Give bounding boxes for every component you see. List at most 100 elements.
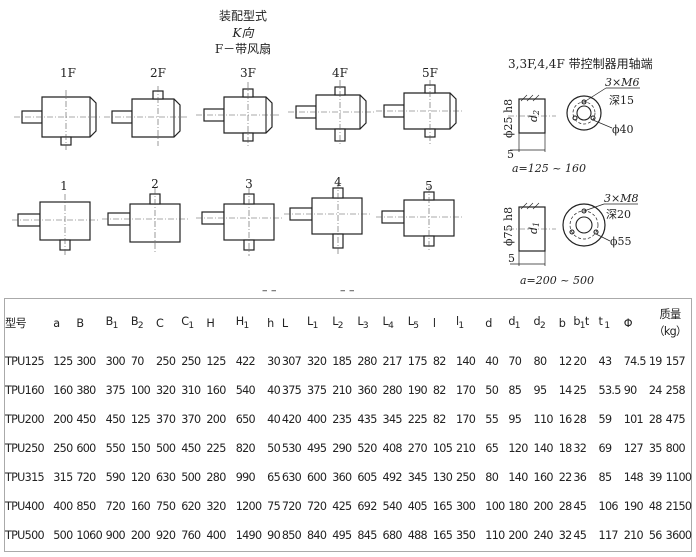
top-thread: 3×M6	[605, 76, 639, 89]
table-cell: 140	[533, 442, 554, 455]
header-cell: 型号	[5, 317, 27, 330]
table-cell: 400	[206, 529, 226, 542]
table-cell: 240	[533, 529, 554, 542]
table-cell: 45	[573, 529, 587, 542]
table-cell: 85	[508, 384, 522, 397]
header-cell: L3	[357, 314, 368, 332]
table-cell: 130	[432, 471, 453, 484]
table-cell: 28	[648, 413, 663, 426]
table-cell: 90	[623, 384, 638, 397]
label-1: 1	[60, 179, 68, 193]
assembly-3	[196, 188, 282, 256]
table-cell: 160	[130, 500, 151, 513]
title-line1: 装配型式	[219, 9, 267, 23]
table-cell: 117	[598, 529, 619, 542]
table-cell: 75	[267, 500, 281, 513]
table-cell: 370	[181, 413, 201, 426]
label-5f: 5F	[422, 66, 438, 80]
shaft-caption: 3,3F,4,4F 带控制器用轴端	[508, 56, 653, 71]
header-cell: L5	[407, 314, 419, 332]
table-cell: 170	[455, 413, 476, 426]
table-cell: 425	[332, 500, 352, 513]
label-4f: 4F	[332, 66, 348, 80]
table-cell: 32	[558, 529, 573, 542]
table-cell: 180	[508, 500, 528, 513]
table-cell: 620	[181, 500, 201, 513]
table-cell: 1100	[665, 471, 692, 484]
assembly-2f	[104, 86, 188, 146]
top-d2: d2	[527, 110, 541, 122]
table-cell: 720	[76, 471, 96, 484]
table-cell: 35	[648, 442, 663, 455]
table-cell: 320	[307, 355, 327, 368]
table-cell: 990	[235, 471, 256, 484]
table-cell: 82	[432, 355, 447, 368]
bottom-dia: ϕ75 h8	[502, 207, 515, 246]
table-cell: 175	[407, 355, 428, 368]
header-cell: L2	[332, 314, 343, 332]
table-cell: 95	[508, 413, 522, 426]
table-cell: 225	[206, 442, 226, 455]
table-cell: 80	[533, 355, 548, 368]
table-cell: 110	[533, 413, 554, 426]
table-cell: TPU250	[5, 442, 45, 455]
header-cell: C	[156, 316, 164, 330]
faint-mark-1: – –	[262, 284, 277, 292]
table-cell: 50	[267, 442, 281, 455]
label-3: 3	[245, 177, 253, 191]
bottom-depth: 深20	[606, 208, 631, 221]
table-cell: 101	[623, 413, 644, 426]
table-cell: 217	[382, 355, 403, 368]
table-cell: TPU200	[5, 413, 45, 426]
table-cell: 492	[382, 471, 403, 484]
table-cell: 280	[357, 355, 377, 368]
table-cell: 40	[267, 413, 281, 426]
table-cell: 405	[407, 500, 428, 513]
table-cell: 300	[105, 355, 126, 368]
table-cell: 100	[130, 384, 151, 397]
table-cell: 82	[432, 384, 447, 397]
table-cell: 74.5	[623, 355, 647, 368]
table-cell: 43	[598, 355, 613, 368]
table-cell: 140	[455, 355, 476, 368]
table-cell: 350	[455, 529, 476, 542]
table-cell: 157	[665, 355, 686, 368]
table-cell: 540	[382, 500, 403, 513]
table-cell: 160	[206, 384, 226, 397]
table-cell: 500	[181, 471, 201, 484]
table-cell: 105	[432, 442, 453, 455]
table-cell: 360	[332, 471, 352, 484]
table-cell: 106	[598, 500, 619, 513]
table-cell: 40	[267, 384, 281, 397]
header-cell: H1	[235, 314, 249, 332]
top-dim-5: 5	[507, 148, 514, 161]
table-cell: 120	[508, 442, 528, 455]
table-cell: 14	[558, 384, 573, 397]
assembly-5f	[376, 80, 464, 144]
table-cell: 250	[53, 442, 73, 455]
table-cell: 165	[432, 529, 453, 542]
table-cell: 550	[105, 442, 126, 455]
header-cell: B2	[130, 314, 144, 332]
header-cell: L4	[382, 314, 394, 332]
table-cell: 185	[332, 355, 352, 368]
table-cell: 310	[181, 384, 201, 397]
table-cell: 120	[130, 471, 151, 484]
table-cell: 36	[573, 471, 587, 484]
table-cell: 85	[598, 471, 613, 484]
table-cell: 125	[130, 413, 151, 426]
table-cell: 345	[407, 471, 428, 484]
table-cell: 69	[598, 442, 613, 455]
table-cell: 70	[130, 355, 145, 368]
table-cell: TPU315	[5, 471, 45, 484]
title-line3: F－带风扇	[215, 41, 271, 56]
table-cell: TPU500	[5, 529, 45, 542]
table-cell: 200	[533, 500, 554, 513]
table-cell: 56	[648, 529, 663, 542]
title-line2: K向	[232, 26, 255, 40]
table-cell: 140	[508, 471, 528, 484]
shaft-detail-bottom: 5 ϕ75 h8 d1 3×M8 深20 ϕ55 a=200 ~ 500	[502, 192, 638, 287]
